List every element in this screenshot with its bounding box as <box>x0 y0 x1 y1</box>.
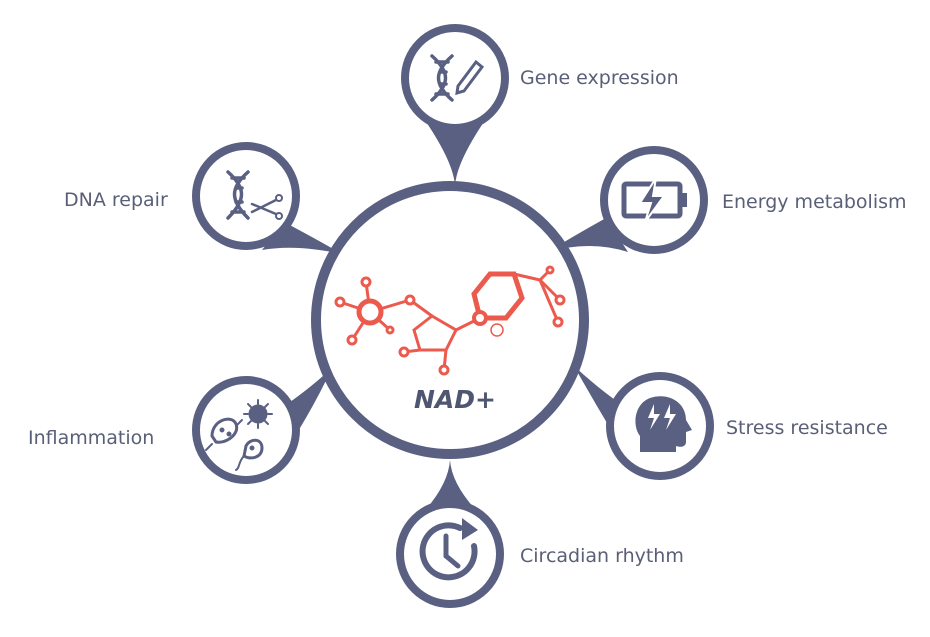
connector-inflammation <box>290 368 332 428</box>
node-dna-repair-circle <box>192 142 300 250</box>
molecule-atoms <box>334 265 566 376</box>
head-lightning-icon <box>635 396 692 452</box>
dna-scissors-icon <box>226 170 283 220</box>
microbes-icon <box>205 399 273 471</box>
label-circadian-rhythm: Circadian rhythm <box>520 545 684 567</box>
center-circle <box>311 181 589 459</box>
label-energy-metabolism: Energy metabolism <box>722 191 907 213</box>
label-inflammation: Inflammation <box>28 427 155 449</box>
center-label: NAD+ <box>414 385 496 414</box>
node-circadian-rhythm-circle <box>396 500 504 608</box>
label-dna-repair: DNA repair <box>64 189 168 211</box>
node-inflammation-circle <box>192 376 300 484</box>
dna-pencil-icon <box>430 54 485 102</box>
battery-bolt-icon <box>621 177 687 223</box>
label-stress-resistance: Stress resistance <box>726 417 888 439</box>
label-gene-expression: Gene expression <box>520 67 679 89</box>
node-gene-expression-circle <box>401 24 509 132</box>
connector-stress-resistance <box>574 366 618 428</box>
clock-cycle-icon <box>419 518 478 581</box>
